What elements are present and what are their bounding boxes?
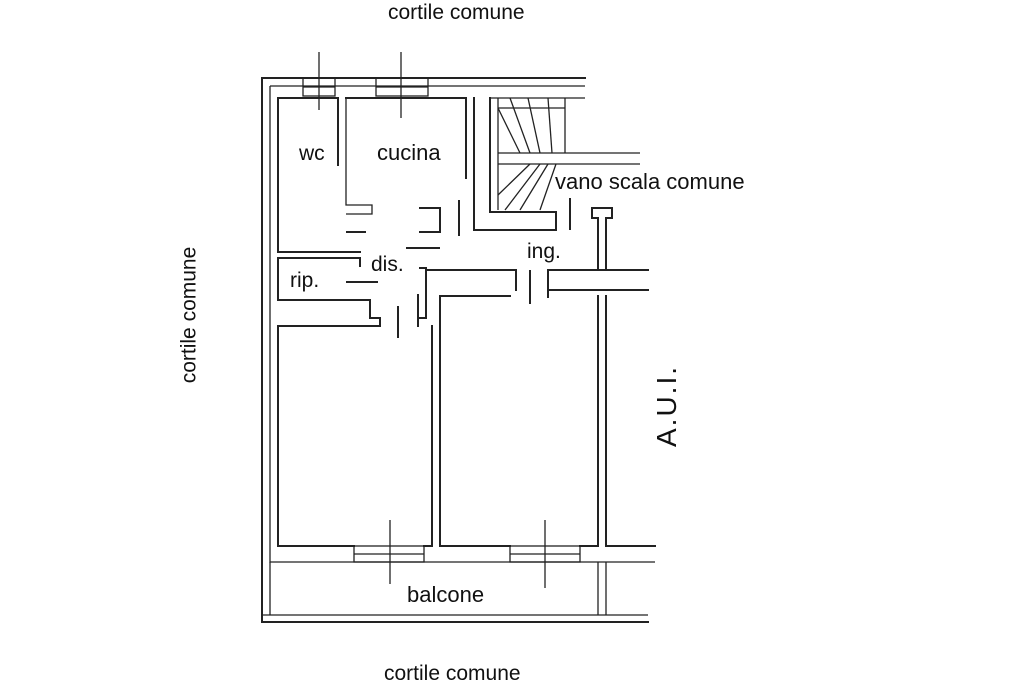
hallway-walls — [277, 257, 427, 338]
label-wc: wc — [299, 142, 325, 165]
label-courtyard-top: cortile comune — [388, 1, 525, 24]
label-balcony: balcone — [407, 582, 485, 607]
entrance-walls — [425, 207, 649, 304]
bottom-window-right — [509, 520, 581, 588]
label-hallway: dis. — [371, 253, 404, 276]
wc-walls — [277, 97, 373, 253]
room-right — [439, 295, 656, 547]
label-stairwell: vano scala comune — [555, 169, 745, 194]
top-window-kitchen — [375, 52, 429, 118]
label-adjacent-unit: A.U.I. — [651, 364, 682, 448]
kitchen-walls — [345, 97, 467, 249]
label-courtyard-bottom: cortile comune — [384, 662, 521, 685]
bottom-window-left — [353, 520, 425, 584]
room-left — [277, 325, 433, 547]
label-courtyard-left: cortile comune — [177, 246, 201, 384]
balcony — [269, 562, 607, 615]
label-entrance: ing. — [527, 240, 561, 263]
label-storage: rip. — [290, 269, 320, 292]
stairwell — [473, 97, 640, 231]
label-kitchen: cucina — [377, 140, 441, 165]
top-window-wc — [302, 52, 336, 110]
